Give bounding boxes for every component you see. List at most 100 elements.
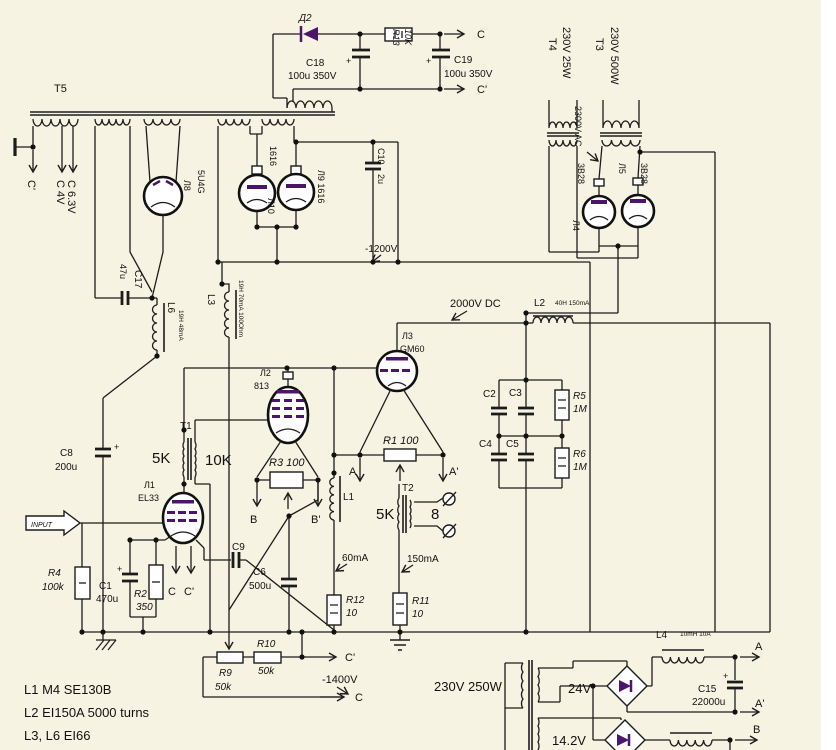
- label-a: A: [349, 466, 357, 478]
- tube-l9-1616: [276, 172, 316, 212]
- bridge-2-diode-icon: [617, 734, 629, 746]
- tube-l8-cathode-arc: [150, 201, 176, 208]
- tube-3b28-arcs: [589, 214, 648, 221]
- label-l1: L1: [343, 492, 355, 503]
- label-input: INPUT: [31, 522, 53, 529]
- label-c2: C2: [483, 389, 496, 400]
- cap-c10: [365, 161, 381, 171]
- label-b: B: [250, 514, 257, 526]
- label-c5: C5: [506, 439, 519, 450]
- section-hv-rectifier: T4 230V 25W T3 230V 500W 2300V AC Л4 3В2…: [546, 27, 716, 632]
- label-c18-value: 100u 350V: [288, 71, 337, 82]
- resistor-r13: [384, 27, 413, 42]
- tube-l9-anode: [286, 184, 306, 188]
- tube-l2-topcap: [282, 371, 294, 380]
- t5-winding-2: [94, 118, 153, 298]
- output-jack-slashes: [442, 491, 457, 539]
- leader-60ma: [334, 563, 348, 572]
- t1-core: [187, 438, 192, 480]
- label-2300v: 2300V AC: [573, 106, 583, 147]
- label-c19-value: 100u 350V: [444, 69, 493, 80]
- resistor-r13-ticks: [394, 31, 403, 38]
- label-l4t: Л4: [571, 220, 581, 231]
- tube-l4-topcap: [593, 178, 605, 187]
- cap-c8: [95, 447, 111, 458]
- label-out-c2: C': [477, 84, 487, 96]
- t5-winding-taps: [15, 118, 79, 148]
- label-r5-value: 1M: [573, 404, 588, 415]
- label-l4t-type: 3В28: [576, 163, 586, 184]
- plus-c19: +: [426, 56, 431, 66]
- plus-c18: +: [346, 56, 351, 66]
- label-t2: T2: [402, 483, 414, 494]
- label-l1tube: Л1: [144, 480, 155, 490]
- label-r1: R1 100: [383, 435, 419, 447]
- label-l3: L3: [205, 294, 216, 306]
- pot-r3: [269, 471, 304, 489]
- t1-coils: [182, 441, 197, 478]
- diode-d2-icon: [303, 27, 318, 41]
- label-c17: C17: [132, 270, 143, 289]
- t5-hv-winding-top: [286, 100, 333, 109]
- label-l8: Л8: [182, 180, 192, 191]
- label-r9-value: 50k: [215, 682, 232, 693]
- resistor-r11: [392, 592, 408, 626]
- label-r2: R2: [134, 589, 147, 600]
- cap-c9: [231, 552, 241, 568]
- label-c19: C19: [454, 55, 473, 66]
- label-t2-primary: 5K: [376, 506, 394, 523]
- leader-2000v: [450, 310, 468, 321]
- resistor-r12-ticks: [330, 604, 338, 614]
- section-lv-psu: 230V 250W 24V 14.2V L4 10mH 10A C15 2200…: [434, 630, 764, 750]
- lv-24v-winding: [537, 667, 540, 703]
- label-out-a: A: [755, 641, 763, 653]
- label-l10: Л10: [266, 198, 276, 214]
- label-c9: C9: [232, 542, 245, 553]
- label-60ma: 60mA: [342, 553, 368, 564]
- plus-c1: +: [117, 564, 122, 574]
- label-l8-type: 5U4G: [196, 170, 206, 194]
- label-l3t: Л3: [402, 331, 413, 341]
- label-c1-value: 470u: [96, 594, 118, 605]
- t3-core: [600, 132, 642, 137]
- pot-r9: [216, 651, 244, 664]
- label-r4-value: 100k: [42, 582, 65, 593]
- ground-bars-icon: [390, 639, 410, 651]
- label-l5t-type: 3В28: [639, 163, 649, 184]
- label-t4: T4: [546, 38, 558, 51]
- label-2000v: 2000V DC: [450, 298, 501, 310]
- label-c1: C1: [99, 581, 112, 592]
- section-output-stage: Л3 GM60 R1 100 A A' T2 5K 8 150mA R11 10: [334, 322, 526, 651]
- choke-l2-coil: [532, 316, 574, 324]
- t4-core: [547, 132, 579, 137]
- tube-l2-grids: [272, 399, 304, 418]
- label-l3t-type: GM60: [400, 344, 425, 354]
- cap-c18: [352, 48, 370, 59]
- label-r6: R6: [573, 449, 586, 460]
- label-r3: R3 100: [269, 457, 305, 469]
- label-c10-value: 2u: [376, 174, 386, 184]
- label-b2: B': [311, 514, 320, 526]
- label-r10: R10: [257, 639, 276, 650]
- label-c15-value: 22000u: [692, 697, 725, 708]
- label-out-b: B: [753, 724, 760, 736]
- label-l9: Л9 1616: [316, 170, 326, 203]
- label-c15: C15: [698, 684, 717, 695]
- label-t2-secondary: 8: [431, 506, 439, 523]
- tube-l1-grids: [167, 511, 197, 522]
- tube-l3-cathode-arc: [387, 381, 407, 387]
- note-l1: L1 M4 SE130B: [24, 682, 111, 697]
- tube-l1-anode: [172, 500, 194, 504]
- label-r9: R9: [219, 668, 232, 679]
- cap-c19: [432, 48, 450, 59]
- resistor-r12: [326, 594, 342, 626]
- bridge-1-diode-icon: [619, 680, 631, 692]
- resistor-r6: [554, 447, 570, 479]
- label-out-c: C: [477, 29, 485, 41]
- plus-c15: +: [723, 671, 728, 681]
- tube-l5-anode: [630, 199, 646, 203]
- label-c18: C18: [306, 58, 325, 69]
- choke-l1-coil: [329, 477, 335, 521]
- wires-c-supply: [272, 33, 441, 112]
- label-r6-value: 1M: [573, 462, 588, 473]
